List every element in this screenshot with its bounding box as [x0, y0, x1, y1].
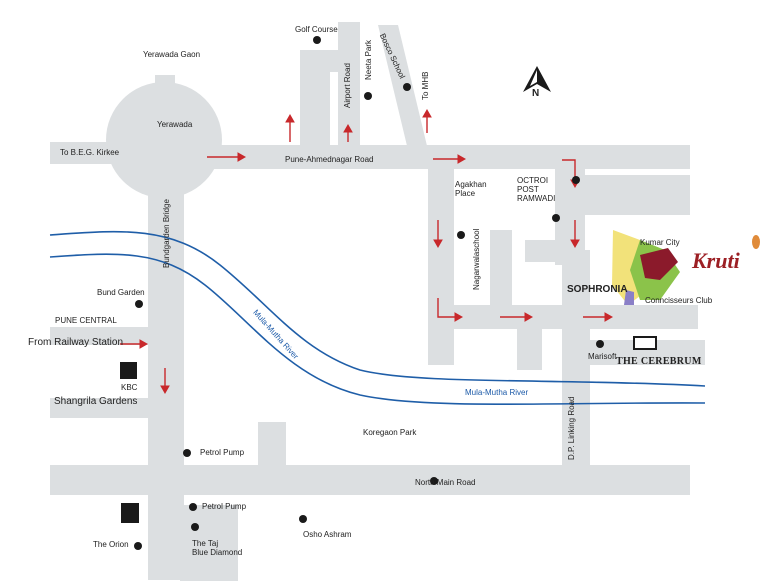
- label-neeta-park: Neeta Park: [364, 39, 373, 80]
- label-marisoft: Marisoft: [588, 352, 617, 361]
- north-compass-icon: [523, 66, 551, 92]
- orion-square: [121, 503, 139, 523]
- dot-orion: [134, 542, 142, 550]
- label-petrol-pump-1: Petrol Pump: [200, 448, 245, 457]
- road-railway-station: [50, 327, 184, 345]
- road-stub: [517, 325, 542, 370]
- kruti-leaf-icon: [752, 235, 760, 249]
- label-kumar-city: Kumar City: [640, 238, 680, 247]
- river-upper-bank: [49, 230, 706, 387]
- dot-agakhan: [457, 231, 465, 239]
- dot-bosco-school: [403, 83, 411, 91]
- dot-octroi-2: [552, 214, 560, 222]
- label-kbc: KBC: [121, 383, 138, 392]
- arrow-right-3: [500, 312, 534, 322]
- arrow-right-1: [207, 152, 247, 162]
- label-golf-course: Golf Course: [295, 25, 338, 34]
- road-bosco: [378, 25, 428, 150]
- road-north-main: [50, 465, 690, 495]
- road-top-connector: [300, 50, 360, 72]
- label-shangrila: Shangrila Gardens: [54, 396, 138, 407]
- dot-golf-course: [313, 36, 321, 44]
- road-agakhan: [428, 165, 454, 365]
- arrow-up-3: [422, 108, 432, 133]
- arrow-down-3: [160, 368, 170, 395]
- arrow-up-1: [285, 113, 295, 142]
- road-yerawada-gaon: [155, 75, 175, 115]
- label-petrol-pump-2: Petrol Pump: [202, 502, 247, 511]
- building-red: [640, 248, 678, 280]
- arrow-corner-2: [437, 298, 464, 322]
- label-yerawada-gaon: Yerawada Gaon: [143, 50, 201, 59]
- label-nagarwalaschool: Nagarwalaschool: [472, 228, 481, 290]
- label-the-taj: The Taj Blue Diamond: [192, 539, 243, 558]
- kbc-square: [120, 362, 137, 379]
- label-to-beg: To B.E.G. Kirkee: [60, 148, 120, 157]
- label-bundgarden-bridge: Bundgarden Bridge: [162, 199, 171, 268]
- label-cerebrum: THE CEREBRUM: [616, 356, 702, 367]
- arrow-down-2: [433, 220, 443, 249]
- dot-marisoft: [596, 340, 604, 348]
- label-pune-ahmednagar: Pune-Ahmednagar Road: [285, 155, 374, 164]
- rivers: [49, 230, 706, 406]
- project-building: [612, 230, 680, 305]
- label-octroi-post: OCTROI POST RAMWADI: [517, 176, 556, 204]
- label-from-railway: From Railway Station: [28, 337, 124, 348]
- label-to-mhb: To MHB: [421, 71, 430, 100]
- label-river-lower: Mula-Mutha River: [465, 388, 529, 397]
- label-agakhan-place: Agakhan Place: [455, 180, 487, 199]
- cerebrum-box: [633, 336, 657, 350]
- label-yerawada: Yerawada: [157, 120, 193, 129]
- road-beg-kirkee: [50, 142, 120, 164]
- landmark-dots: [120, 36, 604, 550]
- dot-petrol-pump-2: [189, 503, 197, 511]
- roads: [50, 22, 705, 581]
- river-lower-bank: [49, 253, 706, 406]
- label-osho-ashram: Osho Ashram: [303, 530, 352, 539]
- road-bottom: [180, 505, 238, 581]
- dot-taj: [191, 523, 199, 531]
- arrow-right-5: [120, 339, 149, 349]
- arrow-down-1: [570, 220, 580, 249]
- label-dp-linking: D.P. Linking Road: [567, 396, 576, 460]
- label-the-orion: The Orion: [93, 540, 129, 549]
- kruti-brand: Kruti: [692, 248, 740, 273]
- label-sophronia: SOPHRONIA: [567, 284, 628, 295]
- building-purple: [624, 290, 634, 305]
- label-airport-road: Airport Road: [343, 63, 352, 108]
- compass-letter: N: [532, 88, 540, 99]
- label-north-main-road: North Main Road: [415, 478, 476, 487]
- dot-petrol-pump-1: [183, 449, 191, 457]
- dot-neeta-park: [364, 92, 372, 100]
- arrow-right-4: [583, 312, 614, 322]
- road-shangrila: [50, 398, 184, 418]
- road-right-top: [585, 175, 690, 215]
- arrow-right-2: [433, 154, 467, 164]
- road-circle-join: [120, 140, 185, 170]
- road-nagarwala: [490, 230, 512, 310]
- arrow-up-2: [343, 123, 353, 142]
- dot-bund-garden: [135, 300, 143, 308]
- road-bundgarden-bridge: [148, 160, 184, 580]
- label-bund-garden: Bund Garden: [97, 288, 145, 297]
- label-connoisseurs-club: Conncisseurs Club: [645, 296, 713, 305]
- dot-octroi-1: [572, 176, 580, 184]
- road-koregaon: [258, 422, 286, 467]
- label-koregaon-park: Koregaon Park: [363, 428, 417, 437]
- label-pune-central: PUNE CENTRAL: [55, 316, 117, 325]
- dot-north-main: [430, 477, 438, 485]
- dot-osho-ashram: [299, 515, 307, 523]
